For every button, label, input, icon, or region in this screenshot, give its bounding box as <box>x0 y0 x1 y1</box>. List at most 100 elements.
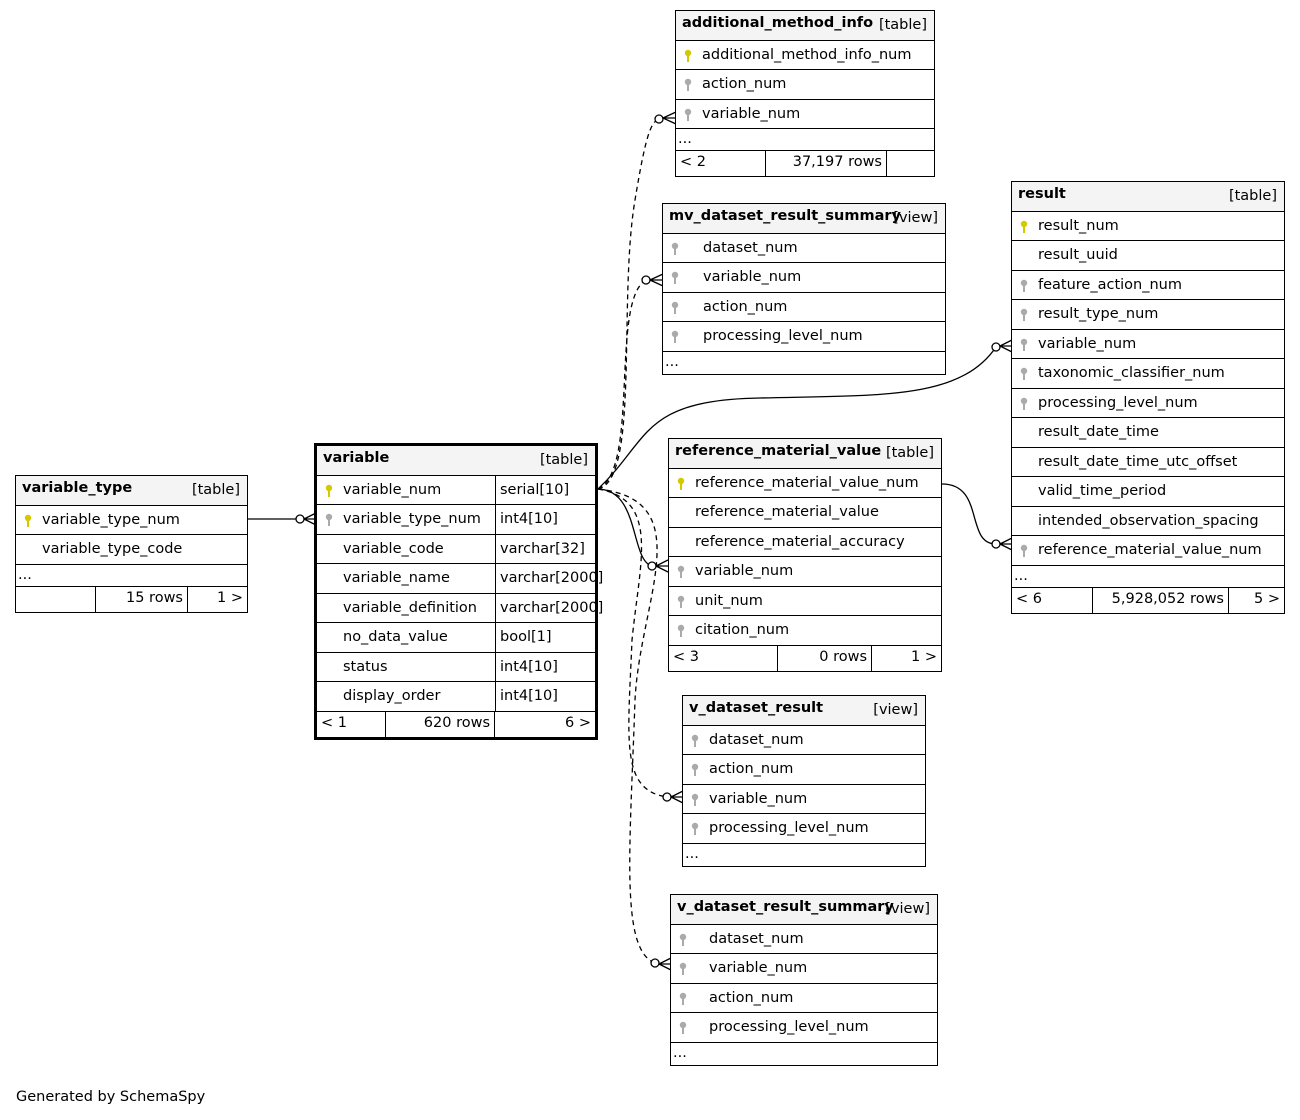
column-name: reference_material_accuracy <box>695 533 905 550</box>
table-name[interactable]: result <box>1018 186 1066 202</box>
table-name[interactable]: v_dataset_result <box>689 700 824 716</box>
endpoint-circle <box>650 958 660 968</box>
table-kind: [table] <box>878 17 927 33</box>
crowfoot <box>649 273 664 287</box>
column-row: variable_num <box>671 954 937 984</box>
parents-link[interactable]: < 6 <box>1012 587 1093 613</box>
column-name: result_date_time_utc_offset <box>1038 453 1238 470</box>
parents-link[interactable]: < 1 <box>317 711 386 737</box>
column-name: processing_level_num <box>1038 394 1198 411</box>
column-row: variable_num <box>663 263 945 293</box>
column-name: processing_level_num <box>709 820 869 836</box>
column-name: reference_material_value <box>695 504 879 520</box>
column-row: processing_level_num <box>663 322 945 352</box>
children-link[interactable]: 1 > <box>217 589 243 606</box>
column-row: action_num <box>683 755 925 785</box>
table-kind: [table] <box>539 452 588 468</box>
foreign-key-icon <box>671 242 679 255</box>
endpoint-circle <box>991 342 1001 352</box>
table-name[interactable]: additional_method_info <box>682 15 874 31</box>
table-header: variable_type [table] <box>16 476 247 506</box>
column-name: action_num <box>709 761 794 777</box>
column-name: processing_level_num <box>709 1019 869 1035</box>
endpoint-circle <box>662 792 672 802</box>
column-name: no_data_value <box>343 629 448 645</box>
more-columns-row: ... <box>663 352 945 374</box>
more-columns: ... <box>18 566 32 583</box>
table-kind: [table] <box>885 445 934 461</box>
edge-result <box>597 346 997 490</box>
column-type: varchar[32] <box>495 534 585 563</box>
foreign-key-icon <box>677 624 685 637</box>
table-variable[interactable]: variable [table] variable_num serial[10]… <box>314 443 603 740</box>
column-row: result_date_time_utc_offset <box>1012 448 1284 477</box>
column-row: variable_num <box>1012 330 1284 359</box>
column-row: no_data_value bool[1] <box>317 623 595 653</box>
table-kind: [view] <box>885 901 930 917</box>
parents-link[interactable]: < 3 <box>669 645 778 671</box>
parents-link[interactable]: < 2 <box>676 151 766 176</box>
endpoint-circle <box>295 514 305 524</box>
table-kind: [view] <box>893 210 938 226</box>
table-footer: < 2 37,197 rows <box>676 151 934 176</box>
column-row: unit_num <box>669 587 941 616</box>
row-count: 15 rows <box>96 586 188 612</box>
crowfoot <box>999 339 1013 353</box>
column-name: result_num <box>1038 217 1119 234</box>
column-name: processing_level_num <box>703 328 863 344</box>
children-link[interactable] <box>887 151 934 176</box>
table-v-dataset-result-summary[interactable]: v_dataset_result_summary [view] dataset_… <box>670 894 938 1066</box>
children-link[interactable]: 6 > <box>565 714 591 731</box>
table-name[interactable]: reference_material_value <box>675 443 882 459</box>
primary-key-icon <box>325 484 333 497</box>
edge-mv-dataset-result-summary <box>597 279 647 490</box>
table-result[interactable]: result [table] result_num result_uuid fe… <box>1011 181 1285 614</box>
more-columns: ... <box>665 353 679 370</box>
foreign-key-icon <box>1020 397 1028 410</box>
more-columns-row: ... <box>683 844 925 866</box>
column-row: reference_material_accuracy <box>669 528 941 557</box>
foreign-key-icon <box>691 763 699 776</box>
table-name[interactable]: v_dataset_result_summary <box>677 899 894 915</box>
table-name[interactable]: variable_type <box>22 480 133 496</box>
foreign-key-icon <box>691 734 699 747</box>
table-v-dataset-result[interactable]: v_dataset_result [view] dataset_num acti… <box>682 695 926 867</box>
table-reference-material-value[interactable]: reference_material_value [table] referen… <box>668 438 942 672</box>
column-row: status int4[10] <box>317 652 595 682</box>
column-name: intended_observation_spacing <box>1038 512 1259 529</box>
table-footer: < 6 5,928,052 rows 5 > <box>1012 587 1284 613</box>
column-row: dataset_num <box>683 726 925 755</box>
table-variable-type[interactable]: variable_type [table] variable_type_num … <box>15 475 248 613</box>
parents-link[interactable] <box>16 586 96 612</box>
column-name: variable_num <box>695 563 794 579</box>
children-link[interactable]: 5 > <box>1254 590 1280 607</box>
table-header: v_dataset_result_summary [view] <box>671 895 937 925</box>
column-row: action_num <box>671 984 937 1013</box>
primary-key-icon <box>24 514 32 527</box>
column-type: int4[10] <box>495 652 558 681</box>
column-name: variable_num <box>709 790 808 807</box>
foreign-key-icon <box>684 108 692 121</box>
row-count: 5,928,052 rows <box>1093 587 1229 613</box>
table-name[interactable]: variable <box>323 450 390 466</box>
column-row: variable_type_num <box>16 506 247 535</box>
column-name: result_type_num <box>1038 306 1159 322</box>
foreign-key-icon <box>671 271 679 284</box>
column-name: action_num <box>703 298 788 315</box>
table-mv-dataset-result-summary[interactable]: mv_dataset_result_summary [view] dataset… <box>662 203 946 375</box>
table-header: variable [table] <box>317 446 595 476</box>
column-name: unit_num <box>695 592 763 609</box>
table-footer: < 1 620 rows 6 > <box>317 711 595 737</box>
column-type: int4[10] <box>495 505 558 534</box>
table-name[interactable]: mv_dataset_result_summary <box>669 208 901 224</box>
column-name: variable_type_num <box>343 511 481 527</box>
more-columns-row: ... <box>671 1043 937 1065</box>
children-link[interactable]: 1 > <box>911 648 937 665</box>
table-additional-method-info[interactable]: additional_method_info [table] additiona… <box>675 10 935 177</box>
column-row: intended_observation_spacing <box>1012 507 1284 536</box>
column-row: additional_method_info_num <box>676 41 934 70</box>
foreign-key-icon <box>1020 279 1028 292</box>
column-name: reference_material_value_num <box>695 474 919 491</box>
column-name: action_num <box>702 76 787 92</box>
row-count: 0 rows <box>778 645 872 671</box>
